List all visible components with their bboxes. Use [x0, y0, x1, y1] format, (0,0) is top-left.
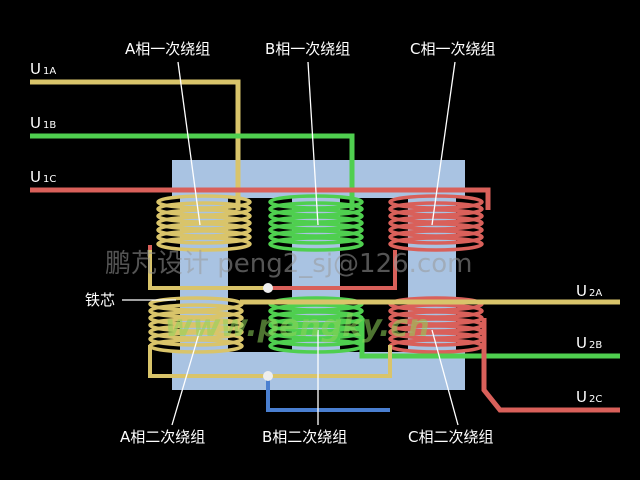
neutral-wire [266, 376, 390, 412]
coil-turn [268, 229, 364, 245]
primary-coil-c [388, 194, 484, 252]
coil-turn [388, 229, 484, 245]
coil-turn [148, 310, 244, 326]
coil-turn [268, 303, 364, 319]
coil-turn [148, 303, 244, 319]
coil-turn [156, 194, 252, 210]
label-primary-a: A相一次绕组 [125, 40, 210, 58]
coil-turn [388, 303, 484, 319]
coil-turn [268, 215, 364, 231]
wire-u1c [30, 187, 491, 210]
coil-turn [156, 201, 252, 217]
coil-turn [388, 222, 484, 238]
coil-turn [156, 222, 252, 238]
label-primary-b: B相一次绕组 [265, 40, 350, 58]
watermark-url: www.pengky.cn [165, 309, 430, 344]
label-secondary-b: B相二次绕组 [262, 428, 347, 446]
coil-turn [156, 208, 252, 224]
coil-turn [268, 236, 364, 252]
coil-turn [156, 236, 252, 252]
watermark-email: 鹏芃设计 peng2_sj@126.com [105, 249, 472, 279]
primary-coil-b [268, 194, 364, 252]
coil-turn [268, 222, 364, 238]
coil-turn [388, 208, 484, 224]
label-core: 铁芯 [85, 291, 115, 309]
coil-turn [388, 236, 484, 252]
coil-turn [148, 324, 244, 340]
leader-lines [122, 61, 459, 426]
coil-turn [388, 201, 484, 217]
coil-turn [156, 229, 252, 245]
primary-neutral-node [263, 283, 273, 293]
secondary-neutral-node [263, 371, 273, 381]
label-secondary-a: A相二次绕组 [120, 428, 205, 446]
primary-a-neutral [148, 250, 268, 290]
coil-turn [388, 215, 484, 231]
coil-turn [268, 208, 364, 224]
coil-turn [156, 215, 252, 231]
coils [148, 194, 484, 354]
label-primary-c: C相一次绕组 [410, 40, 495, 58]
wire-u1b [30, 133, 355, 210]
wire-u2b [359, 318, 620, 359]
wire-u1a [30, 79, 241, 210]
coil-turn [148, 317, 244, 333]
primary-coil-a [156, 194, 252, 252]
wire-u2c [481, 318, 620, 413]
label-secondary-c: C相二次绕组 [408, 428, 493, 446]
